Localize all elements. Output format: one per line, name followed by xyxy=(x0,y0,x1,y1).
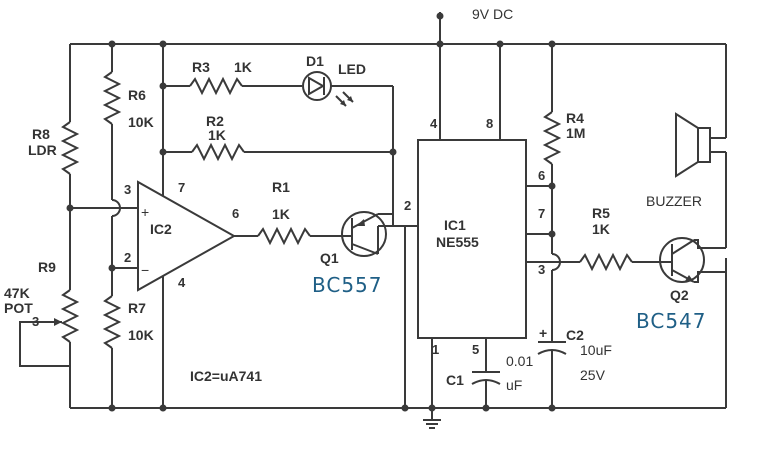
ic2-pin2: 2 xyxy=(124,250,131,265)
ic2-pin6: 6 xyxy=(232,206,239,221)
d1-ref: D1 xyxy=(306,53,324,69)
r5-ref: R5 xyxy=(592,205,610,221)
ic1-pin2: 2 xyxy=(404,198,411,213)
c2-value: 10uF xyxy=(580,342,612,358)
ic2-note: IC2=uA741 xyxy=(190,368,262,384)
r7-ref: R7 xyxy=(128,300,146,316)
r1-resistor: R1 1K xyxy=(234,179,344,246)
q2-transistor: Q2 BC547 xyxy=(636,237,726,333)
r5-resistor: R5 1K xyxy=(560,205,664,272)
ic1-pin8: 8 xyxy=(486,116,493,131)
r9-value: 47K xyxy=(4,285,30,301)
r9-potentiometer: R9 47K POT 3 xyxy=(4,259,80,408)
r4-ref: R4 xyxy=(566,110,584,126)
ic1-pin4: 4 xyxy=(430,116,438,131)
c1-capacitor: C1 0.01 uF xyxy=(446,353,533,408)
buzzer-label: BUZZER xyxy=(646,193,702,209)
ic2-pin4: 4 xyxy=(178,275,186,290)
c1-ref: C1 xyxy=(446,372,464,388)
buzzer: BUZZER xyxy=(646,112,727,248)
ic1-part: NE555 xyxy=(436,234,479,250)
ic1-ref: IC1 xyxy=(444,217,466,233)
r6-resistor: R6 10K xyxy=(102,44,154,200)
r9-value2: POT xyxy=(4,300,33,316)
r8-value: LDR xyxy=(28,142,57,158)
svg-text:+: + xyxy=(141,204,149,220)
ic1-pin1: 1 xyxy=(432,342,439,357)
r4-value: 1M xyxy=(566,125,585,141)
ic2-pin3: 3 xyxy=(124,182,131,197)
ic2-pin7: 7 xyxy=(178,180,185,195)
q1-part: BC557 xyxy=(312,273,383,297)
r9-pin: 3 xyxy=(32,314,39,329)
r2-resistor: R2 1K xyxy=(163,113,393,162)
r6-value: 10K xyxy=(128,114,154,130)
c1-value: 0.01 xyxy=(506,353,533,369)
r5-value: 1K xyxy=(592,221,610,237)
supply-label: 9V DC xyxy=(472,6,513,22)
r8-ref: R8 xyxy=(32,126,50,142)
svg-text:−: − xyxy=(141,262,149,278)
r8-ldr-resistor: R8 LDR xyxy=(28,44,80,290)
ic1-pin7: 7 xyxy=(538,206,545,221)
ic1-pin5: 5 xyxy=(472,342,479,357)
r3-resistor: R3 1K xyxy=(163,59,302,96)
r1-ref: R1 xyxy=(272,179,290,195)
c2-ref: C2 xyxy=(566,327,584,343)
ic2-opamp: IC2 + − 3 2 7 4 6 IC2=uA741 xyxy=(70,44,262,408)
c2-capacitor: + C2 10uF 25V xyxy=(537,325,612,408)
ic1-ne555: IC1 NE555 4 8 2 6 7 3 1 5 xyxy=(404,44,580,408)
r6-ref: R6 xyxy=(128,87,146,103)
ic1-pin3: 3 xyxy=(538,262,545,277)
d1-led: D1 LED xyxy=(302,53,393,107)
ground-rail xyxy=(70,258,727,409)
supply-terminal: 9V DC xyxy=(436,6,513,44)
r4-resistor: R4 1M xyxy=(542,44,585,342)
d1-value: LED xyxy=(338,61,366,77)
r3-ref: R3 xyxy=(192,59,210,75)
ic2-ref: IC2 xyxy=(150,221,172,237)
r1-value: 1K xyxy=(272,206,290,222)
q1-ref: Q1 xyxy=(320,250,339,266)
q1-transistor: Q1 BC557 xyxy=(312,211,418,408)
r7-resistor: R7 10K xyxy=(102,216,154,408)
r2-value: 1K xyxy=(208,127,226,143)
r7-value: 10K xyxy=(128,327,154,343)
r3-value: 1K xyxy=(234,59,252,75)
c2-voltage: 25V xyxy=(580,367,606,383)
c1-unit: uF xyxy=(506,377,522,393)
q2-part: BC547 xyxy=(636,309,707,333)
q2-ref: Q2 xyxy=(670,287,689,303)
top-rail xyxy=(70,43,727,138)
r9-ref: R9 xyxy=(38,259,56,275)
r2-ref: R2 xyxy=(206,113,224,129)
ic1-pin6: 6 xyxy=(538,168,545,183)
svg-text:+: + xyxy=(539,325,547,341)
